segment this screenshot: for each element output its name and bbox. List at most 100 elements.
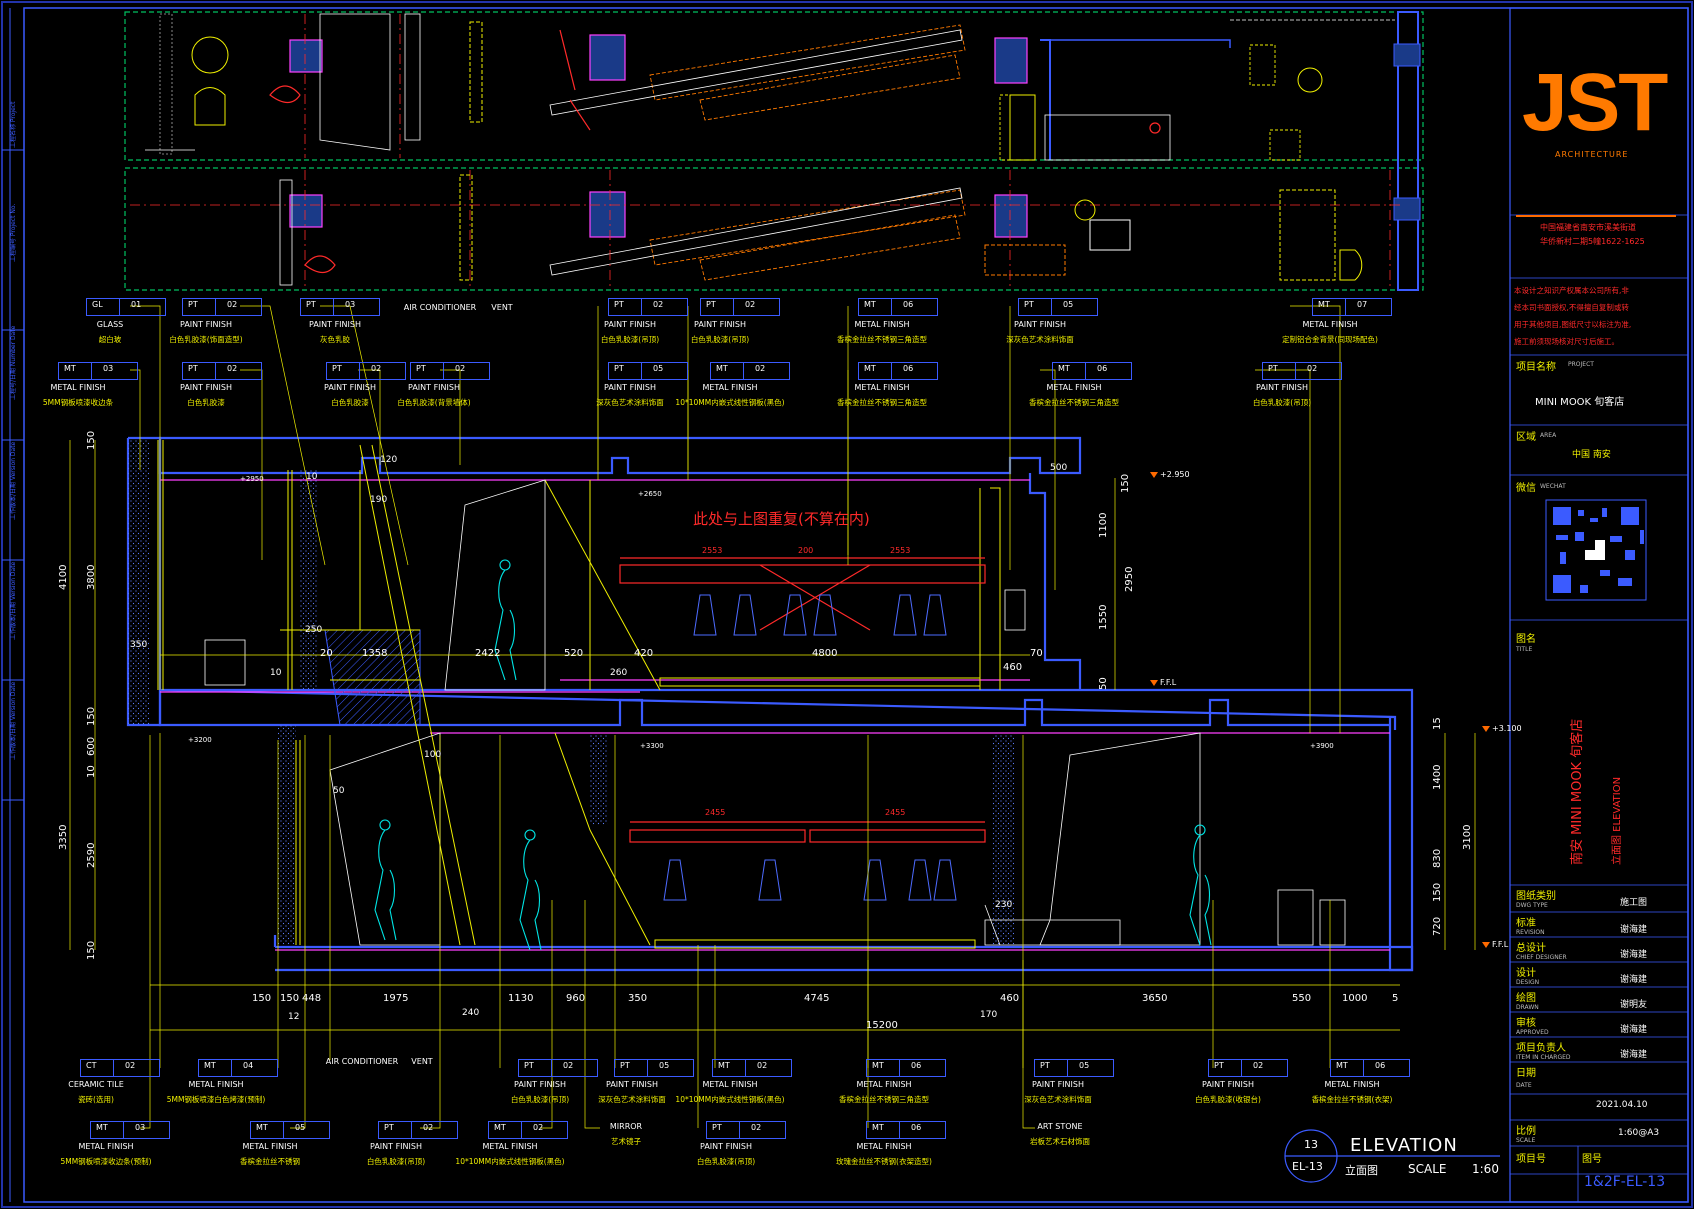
level-label: +3900 <box>1310 742 1334 750</box>
row-label-3: 设计 <box>1516 968 1536 979</box>
callout-en: PAINT FINISH <box>180 320 232 329</box>
sheet-label: 图号 <box>1582 1154 1602 1165</box>
dim-right-lower: 15 <box>1432 717 1443 730</box>
level-label: +2.950 <box>1160 470 1190 479</box>
plan-strip-upper <box>124 11 1424 291</box>
callout-cn: 白色乳胶漆(饰面造型) <box>169 335 243 344</box>
level-label: +2650 <box>638 490 662 498</box>
dim-small: 170 <box>980 1010 998 1020</box>
row-value-8: 1:60@A3 <box>1618 1128 1660 1138</box>
callout-cn: 白色乳胶漆 <box>331 398 369 407</box>
callout-cn: 5MM钢板喷漆收边条 <box>42 398 114 407</box>
left-strip-2: 工程编号 Project No. <box>10 203 17 262</box>
callout-cn: 白色乳胶漆(收银台) <box>1195 1095 1261 1104</box>
dim-bottom: 5 <box>1392 993 1399 1004</box>
callout-en: METAL FINISH <box>1046 383 1102 392</box>
dim-bottom: 150 <box>280 993 300 1004</box>
left-strip-4: 工作版本/日期 Version Date <box>10 441 17 520</box>
callout-cn: 白色乳胶漆(背景墙体) <box>397 398 471 407</box>
qr-code <box>1545 499 1647 601</box>
elevation-title-cn: 立面图 <box>1345 1164 1378 1177</box>
dim-right-lower: 720 <box>1432 916 1443 936</box>
dim-misc: 2553 <box>890 546 911 555</box>
row-value-0: 施工图 <box>1620 898 1648 908</box>
dim-misc: 2553 <box>702 546 723 555</box>
notice-3: 用于其他项目,图纸尺寸以标注为准, <box>1514 320 1632 329</box>
callout-cn: 深灰色艺术涂料饰面 <box>1024 1095 1092 1104</box>
project-no-label: 项目号 <box>1516 1154 1546 1165</box>
dim-right-lower: 150 <box>1432 882 1443 902</box>
notice-2: 经本司书面授权,不得擅自复制或转 <box>1514 303 1629 312</box>
callout-cn: 香槟金拉丝不锈钢三角造型 <box>1029 398 1119 407</box>
callout-cn: 香槟金拉丝不锈钢 <box>240 1157 300 1166</box>
callout-cn: 定制铝合金背景(同现场配色) <box>1282 335 1378 344</box>
dim-right-upper: 1100 <box>1098 512 1109 538</box>
dim-upper: 2422 <box>475 648 501 659</box>
dim-right-upper: 2950 <box>1124 566 1135 592</box>
dim-misc: 190 <box>370 495 388 505</box>
callout-en: GLASS <box>96 320 124 329</box>
dim-misc: 500 <box>1050 463 1068 473</box>
row-value-4: 谢明友 <box>1620 1000 1648 1010</box>
dim-misc: 2455 <box>885 808 906 817</box>
dim-misc: 260 <box>610 668 628 678</box>
dim-right-lower: 830 <box>1432 848 1443 868</box>
callout-cn: 白色乳胶漆(吊顶) <box>696 1157 756 1166</box>
row-label-1: 标准 <box>1516 918 1536 929</box>
callout-en: METAL FINISH <box>854 383 910 392</box>
row-en-7: DATE <box>1516 1082 1532 1089</box>
dim-bottom: 960 <box>566 993 586 1004</box>
callout-en: PAINT FINISH <box>604 383 656 392</box>
callout-cn: 白色乳胶漆(吊顶) <box>510 1095 570 1104</box>
callout-en: MIRROR <box>609 1122 643 1131</box>
wechat-label-en: WECHAT <box>1540 483 1566 490</box>
dim-misc: 350 <box>130 640 148 650</box>
callout-cn: 白色乳胶漆(吊顶) <box>600 335 660 344</box>
level-label: +3200 <box>188 736 212 744</box>
dim-bottom: 150 <box>252 993 272 1004</box>
callout-en: PAINT FINISH <box>324 383 376 392</box>
dim-misc: 10 <box>270 668 282 678</box>
row-value-3: 谢海建 <box>1620 975 1648 985</box>
dim-upper: 20 <box>320 648 333 659</box>
elevation-sheet-ref: EL-13 <box>1292 1160 1323 1173</box>
callout-cn: 白色乳胶漆(吊顶) <box>1252 398 1312 407</box>
callout-cn: 10*10MM内嵌式线性钢板(黑色) <box>675 1095 785 1104</box>
drawing-label-en: TITLE <box>1516 646 1533 653</box>
callout-cn: 5MM钢板喷漆收边条(预制) <box>60 1157 152 1166</box>
row-en-6: ITEM IN CHARGED <box>1516 1054 1571 1061</box>
callout-en: AIR CONDITIONER <box>325 1057 399 1066</box>
company-logo-sub: ARCHITECTURE <box>1555 150 1629 159</box>
dim-misc: 250 <box>305 625 323 635</box>
level-label: F.F.L <box>1492 940 1509 949</box>
callout-cn: 5MM钢板喷漆白色烤漆(预制) <box>166 1095 266 1104</box>
row-en-2: CHIEF DESIGNER <box>1516 954 1567 961</box>
dim-total: 15200 <box>866 1020 898 1031</box>
callout-cn: 艺术镜子 <box>611 1137 641 1146</box>
callout-cn: 香槟金拉丝不锈钢三角造型 <box>837 335 927 344</box>
dim-misc: 230 <box>995 900 1013 910</box>
row-value-2: 谢海建 <box>1620 950 1648 960</box>
dim-left: 3350 <box>58 824 69 850</box>
dim-upper: 1358 <box>362 648 388 659</box>
dim-left: 600 <box>86 736 97 756</box>
callout-en: PAINT FINISH <box>1256 383 1308 392</box>
